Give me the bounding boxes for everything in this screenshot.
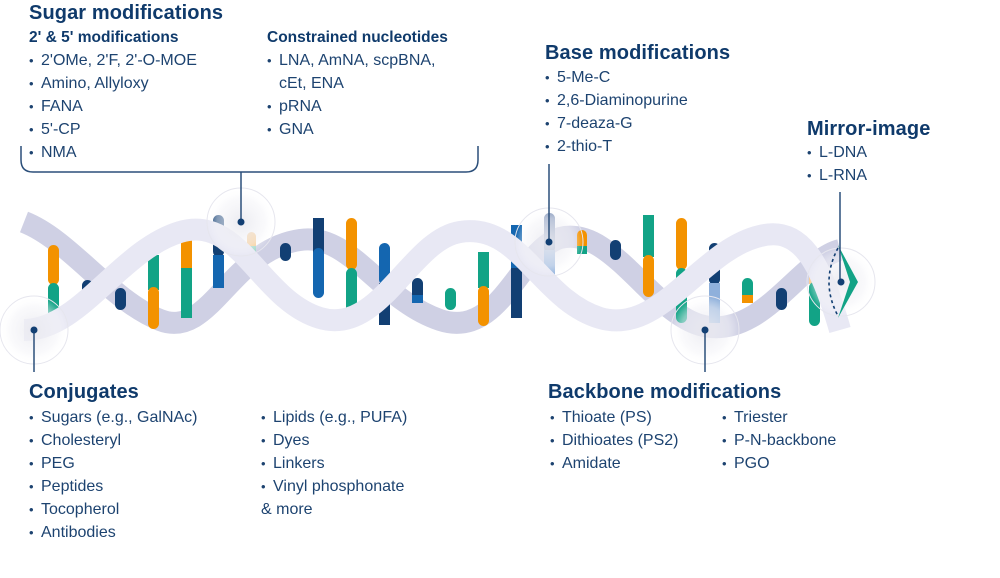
backbone-title: Backbone modifications — [548, 381, 782, 403]
list-item: 7-deaza-G — [545, 112, 688, 135]
list-item: Cholesteryl — [29, 429, 198, 452]
sugar-bracket — [20, 146, 479, 173]
base-list: 5-Me-C 2,6-Diaminopurine 7-deaza-G 2-thi… — [545, 66, 688, 158]
list-item: 5-Me-C — [545, 66, 688, 89]
list-item: Tocopherol — [29, 498, 198, 521]
conjugates-col1-list: Sugars (e.g., GalNAc) Cholesteryl PEG Pe… — [29, 406, 198, 544]
and-more-label: & more — [261, 501, 313, 518]
list-item: 2,6-Diaminopurine — [545, 89, 688, 112]
list-item: Amidate — [550, 452, 679, 475]
mirror-dashed-arc — [828, 247, 839, 317]
list-item: cEt, ENA — [279, 75, 344, 92]
list-item: Linkers — [261, 452, 407, 475]
backbone-col2-list: Triester P-N-backbone PGO — [722, 406, 836, 475]
list-item: L-RNA — [807, 164, 867, 187]
list-item: PEG — [29, 452, 198, 475]
mirror-list: L-DNA L-RNA — [807, 141, 867, 187]
list-item: FANA — [29, 95, 197, 118]
sugar-title: Sugar modifications — [29, 2, 224, 24]
list-item: Dithioates (PS2) — [550, 429, 679, 452]
sugar-col2-title: Constrained nucleotides — [267, 29, 448, 46]
list-item: 5'-CP — [29, 118, 197, 141]
list-item: P-N-backbone — [722, 429, 836, 452]
backbone-col1-list: Thioate (PS) Dithioates (PS2) Amidate — [550, 406, 679, 475]
sugar-col1-title: 2' & 5' modifications — [29, 29, 179, 46]
list-item: Sugars (e.g., GalNAc) — [29, 406, 198, 429]
conjugates-col2-list: Lipids (e.g., PUFA) Dyes Linkers Vinyl p… — [261, 406, 407, 521]
list-item: Vinyl phosphonate — [261, 475, 407, 498]
backbone-strand-front — [23, 218, 851, 341]
list-item: NMA — [29, 141, 197, 164]
list-item: PGO — [722, 452, 836, 475]
mirror-title: Mirror-image — [807, 118, 931, 140]
list-item: Dyes — [261, 429, 407, 452]
list-item: LNA, AmNA, scpBNA, — [267, 49, 436, 72]
list-item: pRNA — [267, 95, 436, 118]
conjugates-title: Conjugates — [29, 381, 139, 403]
list-item: 2-thio-T — [545, 135, 688, 158]
base-title: Base modifications — [545, 42, 731, 64]
list-item: Lipids (e.g., PUFA) — [261, 406, 407, 429]
list-item: Peptides — [29, 475, 198, 498]
sugar-col1-list: 2'OMe, 2'F, 2'-O-MOE Amino, Allyloxy FAN… — [29, 49, 197, 164]
list-item: Thioate (PS) — [550, 406, 679, 429]
list-item: Amino, Allyloxy — [29, 72, 197, 95]
sugar-col2-list: LNA, AmNA, scpBNA, cEt, ENA pRNA GNA — [267, 49, 436, 141]
list-item: Triester — [722, 406, 836, 429]
list-item: Antibodies — [29, 521, 198, 544]
list-item: 2'OMe, 2'F, 2'-O-MOE — [29, 49, 197, 72]
list-item: L-DNA — [807, 141, 867, 164]
mirror-chevron-icon — [838, 245, 858, 318]
list-item: GNA — [267, 118, 436, 141]
